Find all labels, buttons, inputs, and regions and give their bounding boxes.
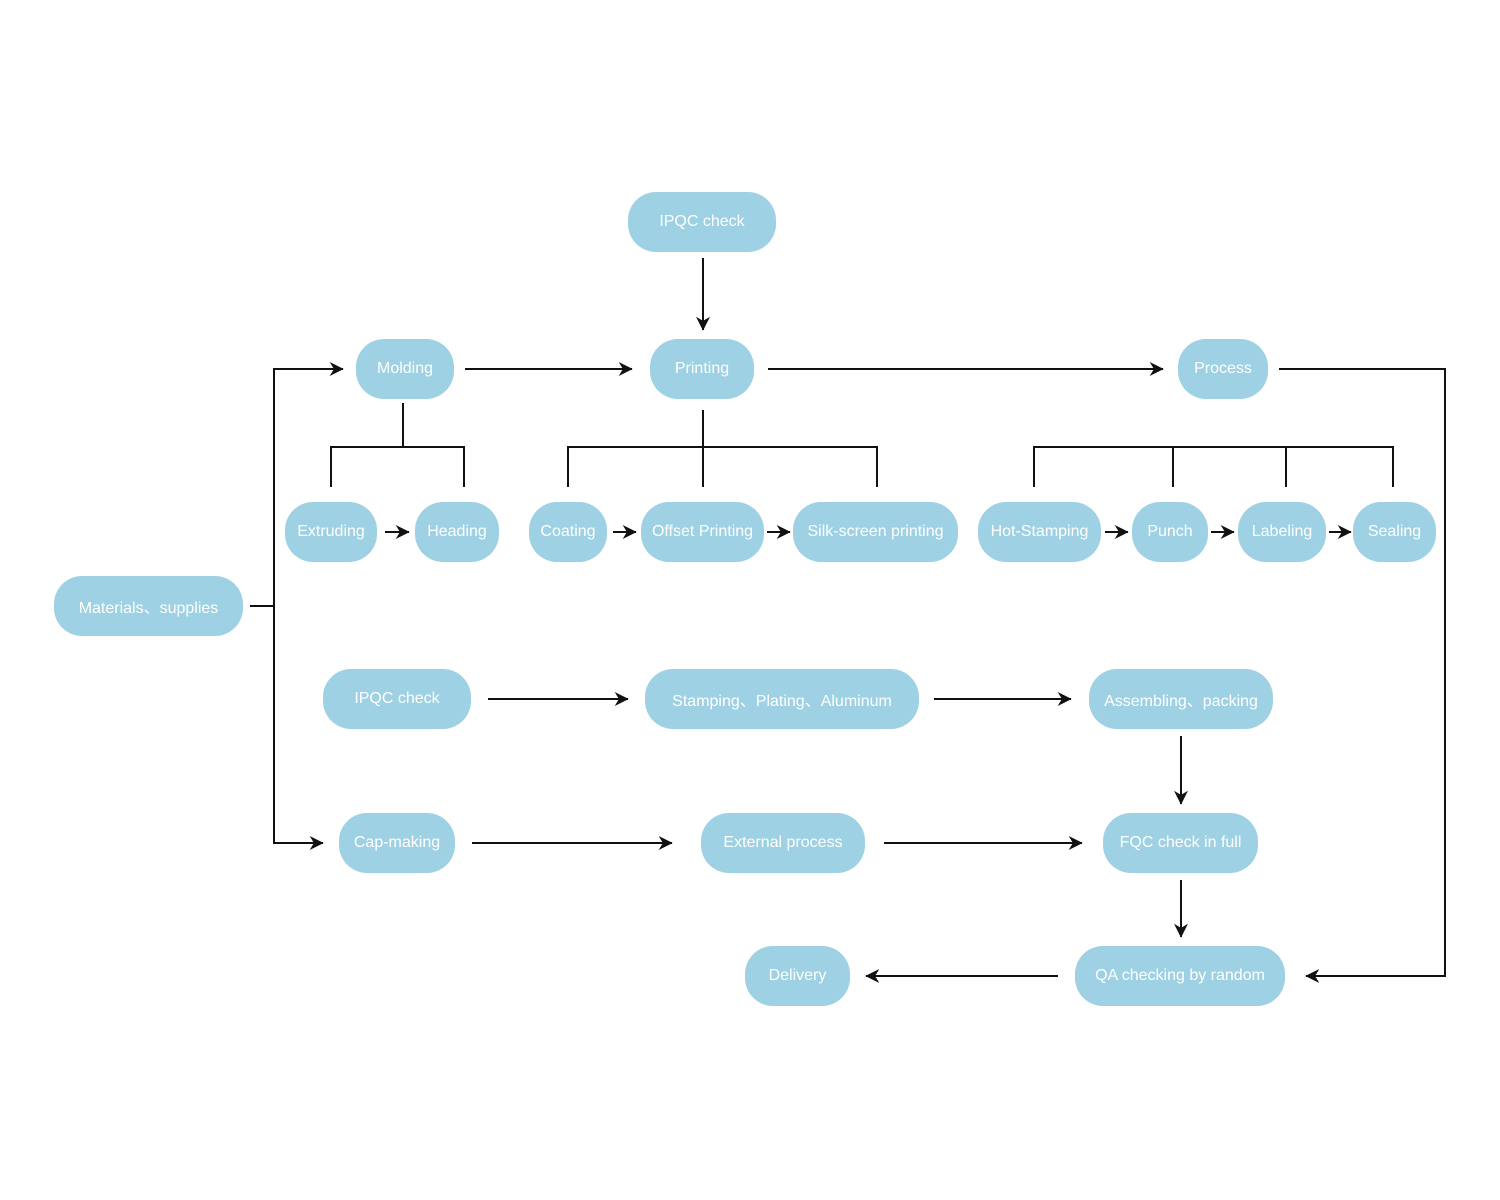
node-offset-printing: Offset Printing <box>641 502 764 562</box>
node-extruding: Extruding <box>285 502 377 562</box>
node-delivery: Delivery <box>745 946 850 1006</box>
node-stamping-plating-aluminum: Stamping、Plating、Aluminum <box>645 669 919 729</box>
node-silk-screen-printing: Silk-screen printing <box>793 502 958 562</box>
arrow-materials-to-cap-making <box>273 606 324 850</box>
node-cap-making: Cap-making <box>339 813 455 873</box>
node-sealing: Sealing <box>1353 502 1436 562</box>
node-coating: Coating <box>529 502 607 562</box>
node-process: Process <box>1178 339 1268 399</box>
arrow-process-to-qa <box>1279 368 1446 983</box>
node-hot-stamping: Hot-Stamping <box>978 502 1101 562</box>
connector-molding-bracket <box>330 446 465 487</box>
arrow-materials-to-molding <box>273 362 344 606</box>
node-heading: Heading <box>415 502 499 562</box>
node-assembling-packing: Assembling、packing <box>1089 669 1273 729</box>
node-qa-checking-by-random: QA checking by random <box>1075 946 1285 1006</box>
node-external-process: External process <box>701 813 865 873</box>
node-punch: Punch <box>1132 502 1208 562</box>
node-fqc-check-in-full: FQC check in full <box>1103 813 1258 873</box>
connector-process-bracket <box>1033 446 1394 487</box>
node-labeling: Labeling <box>1238 502 1326 562</box>
node-ipqc-check-mid: IPQC check <box>323 669 471 729</box>
node-ipqc-check-top: IPQC check <box>628 192 776 252</box>
node-materials-supplies: Materials、supplies <box>54 576 243 636</box>
connector-printing-bracket <box>567 446 878 487</box>
node-molding: Molding <box>356 339 454 399</box>
node-printing: Printing <box>650 339 754 399</box>
